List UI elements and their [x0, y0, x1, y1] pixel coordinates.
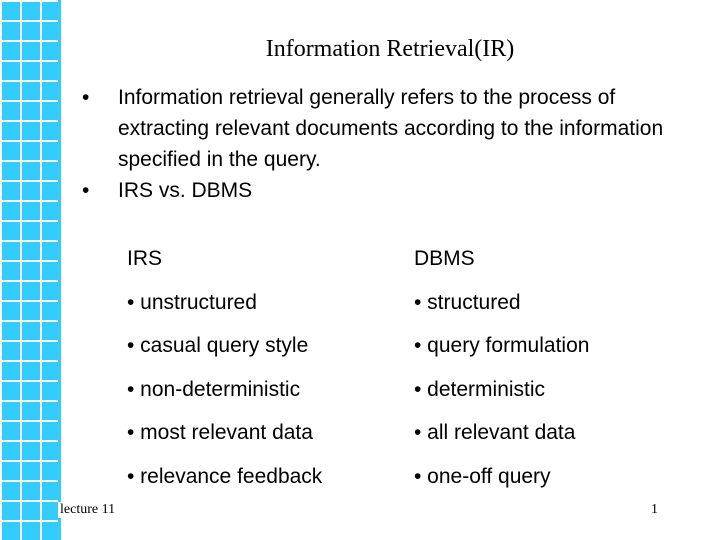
- irs-column: IRS • unstructured • casual query style …: [127, 244, 322, 505]
- irs-item: • most relevant data: [127, 421, 313, 444]
- dbms-item: • deterministic: [414, 377, 546, 401]
- slide-title: Information Retrieval(IR): [265, 36, 515, 62]
- dbms-header: DBMS: [414, 247, 475, 270]
- dbms-item: • one-off query: [414, 464, 551, 488]
- irs-header: IRS: [127, 247, 163, 270]
- dbms-item: • query formulation: [414, 334, 590, 357]
- irs-item: • relevance feedback: [127, 464, 323, 488]
- footer-lecture: lecture 11: [58, 502, 116, 518]
- bullet-item: • IRS vs. DBMS: [82, 175, 702, 206]
- irs-item: • casual query style: [127, 334, 309, 357]
- bullet-text: Information retrieval generally refers t…: [118, 86, 664, 171]
- dbms-item: • structured: [414, 290, 521, 314]
- irs-item: • non-deterministic: [127, 377, 301, 401]
- decorative-grid: [0, 0, 60, 540]
- bullet-item: • Information retrieval generally refers…: [82, 82, 702, 175]
- irs-item: • unstructured: [127, 290, 257, 314]
- bullet-text: IRS vs. DBMS: [118, 179, 253, 202]
- dbms-column: DBMS • structured • query formulation • …: [414, 244, 589, 505]
- bullet-list: • Information retrieval generally refers…: [82, 82, 702, 206]
- bullet-marker: •: [82, 179, 90, 202]
- grid-border: [58, 0, 61, 540]
- dbms-item: • all relevant data: [414, 421, 576, 444]
- bullet-marker: •: [82, 86, 90, 109]
- page-number: 1: [651, 502, 658, 517]
